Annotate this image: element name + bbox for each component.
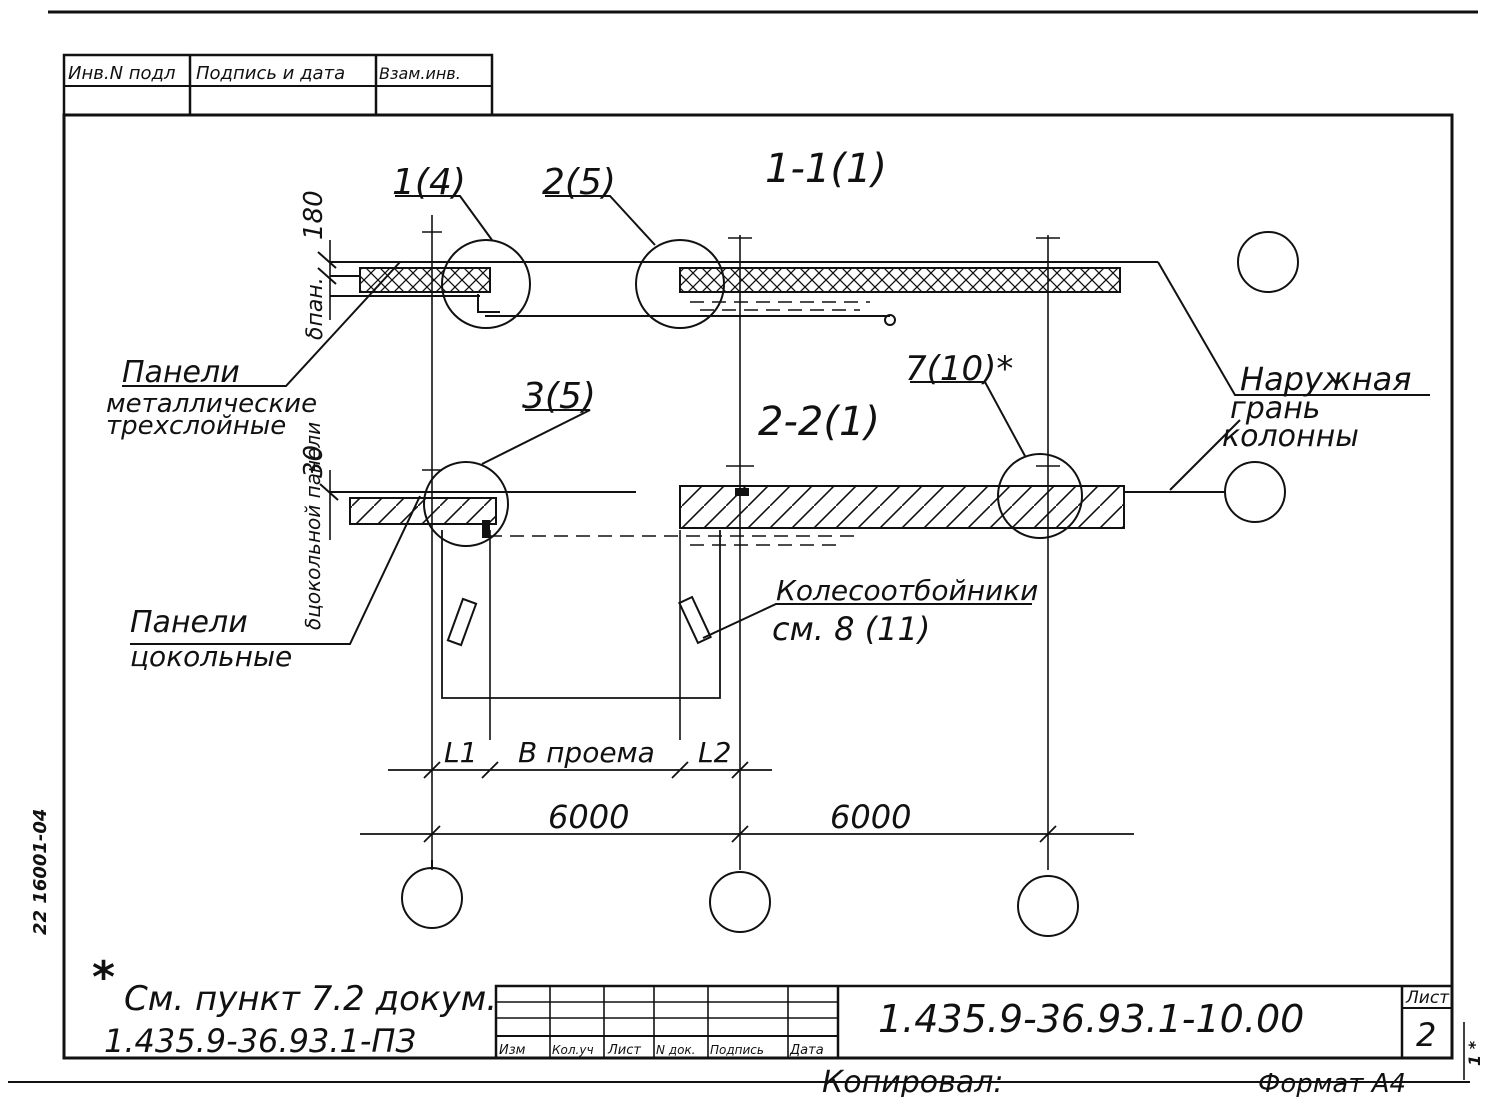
svg-text:колонны: колонны bbox=[1222, 419, 1359, 454]
label-panels-plinth: Панели цокольные bbox=[130, 495, 421, 673]
sheet-label: Лист bbox=[1405, 988, 1450, 1008]
tb-col-list: Лист bbox=[607, 1043, 641, 1058]
tb-col-koluch: Кол.уч bbox=[552, 1043, 594, 1057]
outer-face-leaders bbox=[1157, 261, 1430, 491]
sheet-number: 2 bbox=[1416, 1016, 1436, 1054]
footer-format: Формат А4 bbox=[1258, 1069, 1406, 1097]
outer-face-bubble-bottom bbox=[1224, 461, 1286, 523]
label-wheel-guard: Колесоотбойники см. 8 (11) bbox=[702, 574, 1038, 648]
section-2-2-wall bbox=[319, 453, 1225, 740]
note-line1: См. пункт 7.2 докум. bbox=[124, 979, 497, 1019]
detail-bubble-2 bbox=[635, 239, 725, 329]
callout-leaders bbox=[395, 195, 1026, 465]
section-title-2-2: 2-2(1) bbox=[758, 399, 880, 445]
note-line2: 1.435.9-36.93.1-ПЗ bbox=[104, 1022, 416, 1060]
stamp-col3: Взам.инв. bbox=[379, 64, 461, 83]
detail-bubble-1 bbox=[441, 239, 531, 329]
dim-opening: B проема bbox=[518, 736, 655, 769]
side-mark: 1 * bbox=[1465, 1040, 1484, 1066]
margin-vertical-text: 22 16001-04 bbox=[30, 809, 51, 935]
grid-axes bbox=[422, 215, 1060, 870]
svg-text:Колесоотбойники: Колесоотбойники bbox=[776, 574, 1038, 607]
label-panels-metal: Панели металлические трехслойные bbox=[106, 261, 401, 441]
stamp-col2: Подпись и дата bbox=[196, 63, 345, 84]
svg-text:Наружная: Наружная bbox=[1240, 360, 1412, 398]
dim-span-1: 6000 bbox=[548, 798, 629, 836]
tb-col-podpis: Подпись bbox=[710, 1043, 764, 1057]
detail-bubble-3 bbox=[423, 461, 509, 547]
detail-bubble-4 bbox=[997, 453, 1083, 539]
section-title-1-1: 1-1(1) bbox=[765, 146, 887, 192]
dim-L2: L2 bbox=[698, 736, 731, 769]
stamp-header: Инв.N подл Подпись и дата Взам.инв. bbox=[62, 53, 494, 117]
note-star: * bbox=[92, 952, 115, 1003]
dim-bpan: δпан. bbox=[303, 277, 328, 340]
svg-text:металлические: металлические bbox=[106, 389, 317, 419]
doc-code: 1.435.9-36.93.1-10.00 bbox=[878, 997, 1304, 1041]
dim-30: 30 bbox=[299, 445, 329, 478]
dim-L1: L1 bbox=[444, 736, 477, 769]
outer-face-bubble-top bbox=[1237, 231, 1299, 293]
dimension-lines bbox=[360, 761, 1134, 843]
section-1-1-wall bbox=[317, 239, 1158, 329]
svg-text:грань: грань bbox=[1230, 391, 1320, 426]
label-outer-face: Наружная грань колонны bbox=[1222, 360, 1412, 454]
tb-col-data: Дата bbox=[789, 1043, 824, 1058]
svg-text:трехслойные: трехслойные bbox=[106, 411, 286, 441]
drawing-frame bbox=[62, 113, 1454, 1060]
svg-text:цокольные: цокольные bbox=[130, 640, 292, 673]
svg-text:Панели: Панели bbox=[130, 605, 248, 640]
tb-col-izm: Изм bbox=[499, 1043, 526, 1058]
stamp-col1: Инв.N подл bbox=[68, 63, 175, 84]
footer-copied: Копировал: bbox=[822, 1065, 1004, 1097]
svg-text:Панели: Панели bbox=[122, 355, 240, 390]
dim-span-2: 6000 bbox=[830, 798, 911, 836]
tb-col-ndok: N док. bbox=[656, 1043, 696, 1057]
dim-bcok: δцокольной панели bbox=[301, 422, 325, 630]
dim-180: 180 bbox=[299, 190, 329, 240]
axis-bubbles bbox=[401, 860, 1079, 937]
title-block: Изм Кол.уч Лист N док. Подпись Дата 1.43… bbox=[494, 984, 1454, 1060]
svg-text:см. 8 (11): см. 8 (11) bbox=[772, 610, 930, 648]
